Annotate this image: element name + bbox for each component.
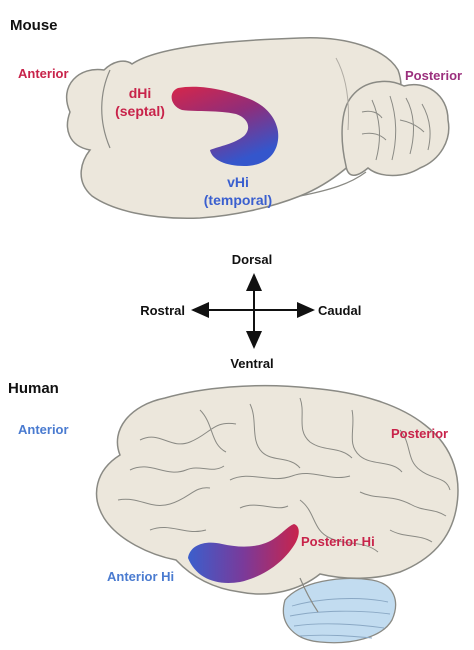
human-section-title: Human xyxy=(8,380,59,397)
compass-ventral-label: Ventral xyxy=(230,356,273,371)
human-anterior-label: Anterior xyxy=(18,422,69,437)
posterior-hippocampus-label: Posterior Hi xyxy=(301,534,375,549)
ventral-hippocampus-abbrev: vHi xyxy=(227,174,249,190)
compass-rostral-label: Rostral xyxy=(140,303,185,318)
ventral-hippocampus-region: (temporal) xyxy=(204,192,272,208)
anterior-hippocampus-label: Anterior Hi xyxy=(107,569,174,584)
mouse-posterior-label: Posterior xyxy=(405,68,462,83)
compass-caudal-label: Caudal xyxy=(318,303,361,318)
mouse-anterior-label: Anterior xyxy=(18,66,69,81)
human-posterior-label: Posterior xyxy=(391,426,448,441)
human-cerebellum xyxy=(283,578,395,642)
dorsal-hippocampus-region: (septal) xyxy=(115,103,165,119)
compass-dorsal-label: Dorsal xyxy=(232,252,272,267)
dorsal-hippocampus-abbrev: dHi xyxy=(129,85,152,101)
orientation-compass xyxy=(193,275,313,347)
mouse-section-title: Mouse xyxy=(10,17,58,34)
human-brain xyxy=(97,386,458,643)
